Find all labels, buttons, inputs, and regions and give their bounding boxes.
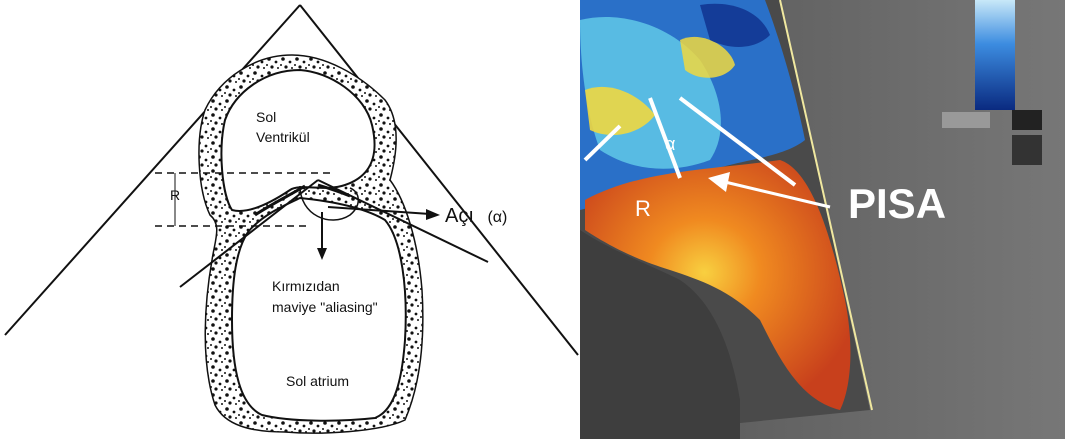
angle-word: Açı (445, 205, 474, 227)
angle-arrowhead (426, 209, 440, 220)
pisa-label: PISA (848, 180, 946, 227)
schematic-svg: R Sol Ventrikül Açı (α) Kırmızıdan maviy… (0, 0, 580, 439)
pisa-schematic-diagram: R Sol Ventrikül Açı (α) Kırmızıdan maviy… (0, 0, 580, 439)
scale-label-box (942, 112, 990, 128)
radius-label: R (170, 187, 180, 203)
scale-gray-block-1 (1012, 110, 1042, 130)
left-ventricle-label-1: Sol (256, 109, 276, 125)
left-atrium-label: Sol atrium (286, 373, 349, 389)
velocity-color-scale (975, 0, 1015, 110)
angle-label: Açı (α) (445, 205, 507, 227)
angle-symbol: (α) (487, 209, 507, 226)
left-ventricle-label-2: Ventrikül (256, 129, 310, 145)
echo-angle-label: α (665, 134, 675, 154)
echo-radius-label: R (635, 196, 651, 221)
color-doppler-image: α R PISA (580, 0, 1065, 439)
aliasing-label-2: maviye "aliasing" (272, 299, 378, 315)
scale-gray-block-2 (1012, 135, 1042, 165)
doppler-svg: α R PISA (580, 0, 1065, 439)
aliasing-label-1: Kırmızıdan (272, 278, 340, 294)
